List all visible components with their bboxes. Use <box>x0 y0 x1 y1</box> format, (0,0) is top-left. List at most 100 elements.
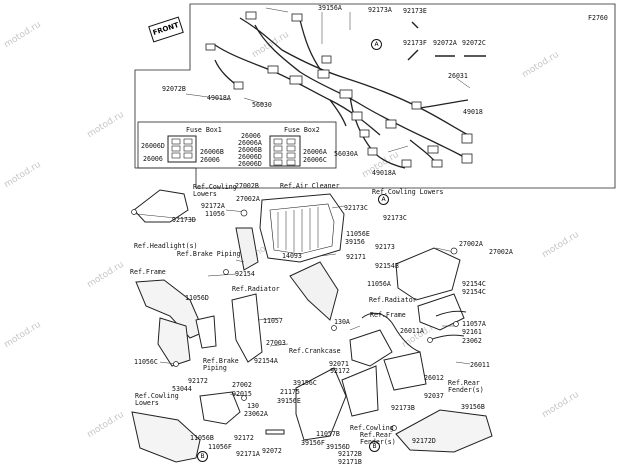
part-label: 39156 <box>345 238 365 246</box>
part-label: 23062A <box>244 410 268 418</box>
reference-label: Ref.Rear Fender(s) <box>360 431 396 447</box>
part-label: 11057B <box>316 430 340 438</box>
part-label: 92173 <box>375 243 395 251</box>
part-label: 11056 <box>205 210 225 218</box>
part-label: 92037 <box>424 392 444 400</box>
part-label: 49018 <box>463 108 483 116</box>
part-label: 11057 <box>263 317 283 325</box>
figure-id: F2760 <box>588 14 608 22</box>
reference-label: Ref.Air Cleaner <box>280 182 340 190</box>
part-label: 39156C <box>293 379 317 387</box>
part-label: 39156A <box>318 4 342 12</box>
part-label: 92172D <box>412 437 436 445</box>
reference-label: Ref.Frame <box>130 268 166 276</box>
part-label: 56030A <box>334 150 358 158</box>
center-cover <box>235 227 339 321</box>
fuse-box-2-title: Fuse Box2 <box>284 126 320 134</box>
radiator-bracket <box>195 293 263 363</box>
reference-circle-b: B <box>369 441 380 452</box>
part-label: 26011 <box>470 361 490 369</box>
part-label: 11057A <box>462 320 486 328</box>
fasteners <box>131 209 459 431</box>
reference-label: Ref.Radiator <box>232 285 280 293</box>
part-label: 26031 <box>448 72 468 80</box>
fuse-label: 26006 <box>200 156 220 164</box>
part-label: 92173C <box>344 204 368 212</box>
reference-circle-a: A <box>371 39 382 50</box>
fuse-box-1 <box>167 135 197 163</box>
part-label: 53044 <box>172 385 192 393</box>
fuse-label: 26006A <box>238 139 262 147</box>
fuse-label: 26006 <box>143 155 163 163</box>
part-label: 92173F <box>403 39 427 47</box>
part-label: 27002B <box>235 182 259 190</box>
reference-circle-a: A <box>378 194 389 205</box>
part-label: 92072C <box>462 39 486 47</box>
part-label: 14093 <box>282 252 302 260</box>
part-label: 21175 <box>280 388 300 396</box>
part-label: 92154C <box>462 288 486 296</box>
part-label: 92173E <box>403 7 427 15</box>
reference-label: Ref.Frame <box>370 311 406 319</box>
reference-label: Ref.Crankcase <box>289 347 341 355</box>
part-label: 92171 <box>346 253 366 261</box>
part-label: 92171A <box>236 450 260 458</box>
fuse-label: 26006B <box>238 146 262 154</box>
part-label: 92173B <box>391 404 415 412</box>
reference-circle-b: B <box>197 451 208 462</box>
part-label: 92172 <box>234 434 254 442</box>
part-label: 11056B <box>190 434 214 442</box>
part-label: 130 <box>247 402 259 410</box>
part-label: 27002A <box>459 240 483 248</box>
reference-label: Ref.Brake Piping <box>203 357 239 373</box>
wiring-harness <box>214 17 471 169</box>
frame-cover <box>135 279 205 367</box>
part-label: 92172 <box>330 367 350 375</box>
part-label: 92072A <box>433 39 457 47</box>
cable-ties <box>407 21 486 61</box>
fuse-label: 26006D <box>238 153 262 161</box>
part-label: 11056D <box>185 294 209 302</box>
part-label: 26012 <box>424 374 444 382</box>
fuse-label: 26006A <box>303 148 327 156</box>
headlight-bracket <box>133 189 189 223</box>
part-label: 92154B <box>375 262 399 270</box>
part-label: 27002A <box>236 195 260 203</box>
part-label: 27003 <box>266 339 286 347</box>
part-label: 92173C <box>383 214 407 222</box>
part-label: 92173A <box>368 6 392 14</box>
part-label: 92154 <box>235 270 255 278</box>
part-label: 92015 <box>232 390 252 398</box>
part-label: 92172A <box>201 202 225 210</box>
part-label: 39156F <box>301 439 325 447</box>
part-label: 39156B <box>461 403 485 411</box>
fuse-label: 26006D <box>238 160 262 168</box>
part-label: 92071 <box>329 360 349 368</box>
reference-label: Ref.Cowling Lowers <box>193 183 237 199</box>
part-label: 23062 <box>462 337 482 345</box>
reference-label: Ref.Cowling Lowers <box>372 188 444 196</box>
battery-tray <box>383 247 465 391</box>
part-label: 11056F <box>208 443 232 451</box>
ecu-module <box>349 329 393 367</box>
fuse-box-1-title: Fuse Box1 <box>186 126 222 134</box>
part-label: 130A <box>334 318 350 326</box>
part-label: 92154C <box>462 280 486 288</box>
harness-connectors <box>205 11 473 168</box>
lower-center-parts <box>199 365 379 441</box>
part-label: 92072 <box>262 447 282 455</box>
reference-label: Ref.Radiator <box>369 296 417 304</box>
part-label: 11056C <box>134 358 158 366</box>
part-label: 26011A <box>400 327 424 335</box>
part-label: 92173D <box>172 216 196 224</box>
part-label: 92172 <box>188 377 208 385</box>
fuse-label: 26006 <box>241 132 261 140</box>
reference-label: Ref.Cowling <box>350 424 394 432</box>
part-label: 49018A <box>207 94 231 102</box>
reference-label: Ref.Rear Fender(s) <box>448 379 484 395</box>
lower-cowling-left <box>131 411 201 463</box>
rear-fender <box>395 409 493 453</box>
part-label: 92154A <box>254 357 278 365</box>
